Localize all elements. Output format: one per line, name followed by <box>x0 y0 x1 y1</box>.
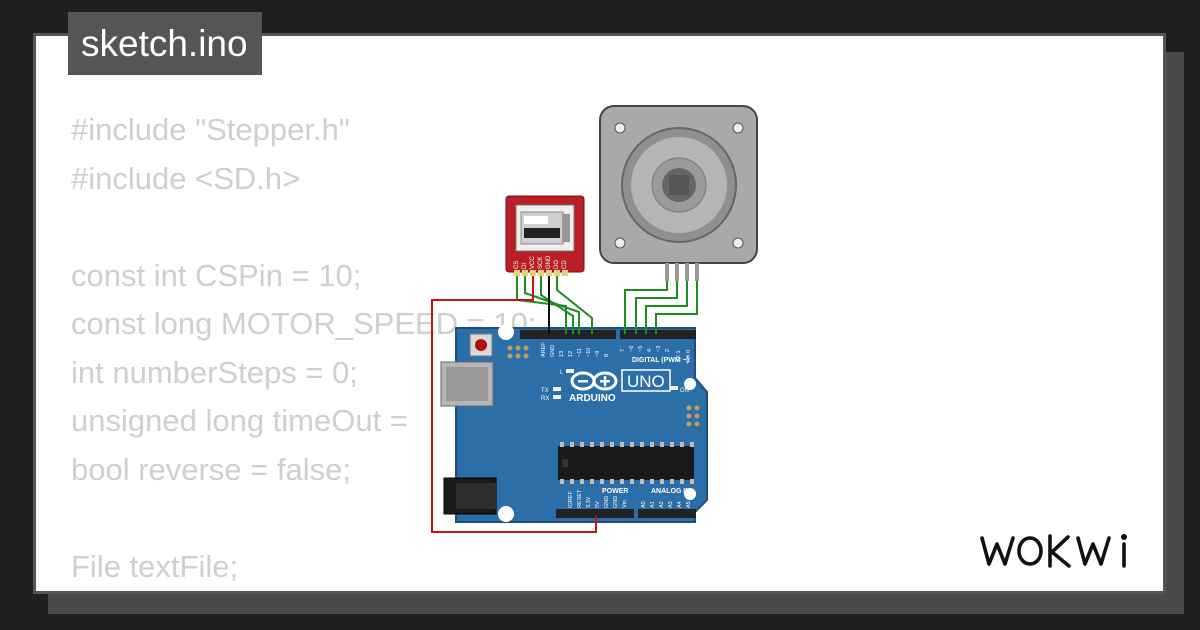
sd-card-module[interactable]: CS DI VCC SCK GND DO CD <box>505 195 585 276</box>
wire-sd-sck <box>540 276 574 334</box>
pin-label-gnd2: GND <box>613 496 619 508</box>
pin-label-gnd: GND <box>550 345 556 357</box>
pin-label-d5: ~5 <box>638 346 644 352</box>
code-line: const long MOTOR_SPEED = 10; <box>71 306 537 341</box>
pin-label-reset: RESET <box>577 489 583 508</box>
arduino-uno-board[interactable]: ARDUINO UNO DIGITAL (PWM ~) L TX RX ON A… <box>440 324 708 523</box>
pin-label-a0: A0 <box>641 501 647 508</box>
pin-label-gnd1: GND <box>604 496 610 508</box>
led-l-label: L <box>560 370 564 376</box>
pin-label-d4: 4 <box>647 349 653 352</box>
arduino-model-label: UNO <box>627 372 665 391</box>
wires <box>431 276 698 533</box>
wire-stepper-3 <box>645 281 688 334</box>
pin-label-d11: ~11 <box>577 348 583 357</box>
pin-label-vin: Vin <box>622 500 628 508</box>
pin-label-aref: AREF <box>541 342 547 357</box>
pin-label-a3: A3 <box>668 501 674 508</box>
sd-pin-label: DO <box>554 260 560 269</box>
led-tx-label: TX <box>541 388 549 394</box>
pin-label-d8: 8 <box>604 354 610 357</box>
analog-header-label: ANALOG IN <box>651 488 690 495</box>
power-header-label: POWER <box>602 488 628 495</box>
pin-label-d10: ~10 <box>586 348 592 357</box>
pin-label-d12: 12 <box>568 351 574 357</box>
sd-pin-label: CD <box>562 260 568 269</box>
pin-label-a5: A5 <box>686 501 692 508</box>
code-line: int numberSteps = 0; <box>71 354 358 390</box>
stepper-motor[interactable] <box>599 105 758 281</box>
pin-label-a4: A4 <box>677 501 683 508</box>
code-preview: #include "Stepper.h" #include <SD.h> con… <box>71 106 537 591</box>
pin-label-d9: ~9 <box>595 351 601 357</box>
wire-stepper-2 <box>635 281 678 334</box>
pin-label-d3: ~3 <box>656 346 662 352</box>
wire-stepper-4 <box>655 281 698 334</box>
sd-pin-label: SCK <box>538 257 544 269</box>
pin-label-d13: 13 <box>559 351 565 357</box>
code-line: bool reverse = false; <box>71 451 352 487</box>
file-tab[interactable]: sketch.ino <box>68 12 262 75</box>
code-line: const int CSPin = 10; <box>71 257 362 293</box>
wire-sd-vcc <box>431 276 597 533</box>
led-rx-label: RX <box>541 396 549 402</box>
code-line: #include "Stepper.h" <box>71 112 350 147</box>
pin-label-d6: ~6 <box>629 346 635 352</box>
pin-label-tx1: TX 1 <box>676 350 682 362</box>
sd-pin-label: GND <box>546 255 552 269</box>
pin-label-d7: 7 <box>620 349 626 352</box>
sd-pin-label: DI <box>522 263 528 269</box>
arduino-infinity-logo <box>570 371 618 391</box>
wire-sd-do <box>556 276 593 334</box>
pin-label-d2: 2 <box>665 349 671 352</box>
sd-pin-label: CS <box>514 261 520 269</box>
digital-header-label: DIGITAL (PWM ~) <box>632 357 689 364</box>
wire-sd-cs <box>516 276 567 334</box>
code-line: unsigned long timeOut = <box>71 403 417 438</box>
pin-label-5v: 5V <box>595 501 601 508</box>
code-line: File textFile; <box>71 548 239 584</box>
pin-label-ioref: IOREF <box>568 491 574 508</box>
pin-label-a1: A1 <box>650 501 656 508</box>
on-led-label: ON <box>680 388 689 394</box>
code-line: #include <SD.h> <box>71 160 301 196</box>
arduino-brand-label: ARDUINO <box>569 393 616 404</box>
sd-pin-label: VCC <box>530 256 536 269</box>
wire-stepper-1 <box>624 281 668 334</box>
wokwi-logo <box>980 534 1127 568</box>
pin-label-3v3: 3.3V <box>586 496 592 508</box>
pin-label-rx0: RX 0 <box>686 350 692 362</box>
pin-label-a2: A2 <box>659 501 665 508</box>
